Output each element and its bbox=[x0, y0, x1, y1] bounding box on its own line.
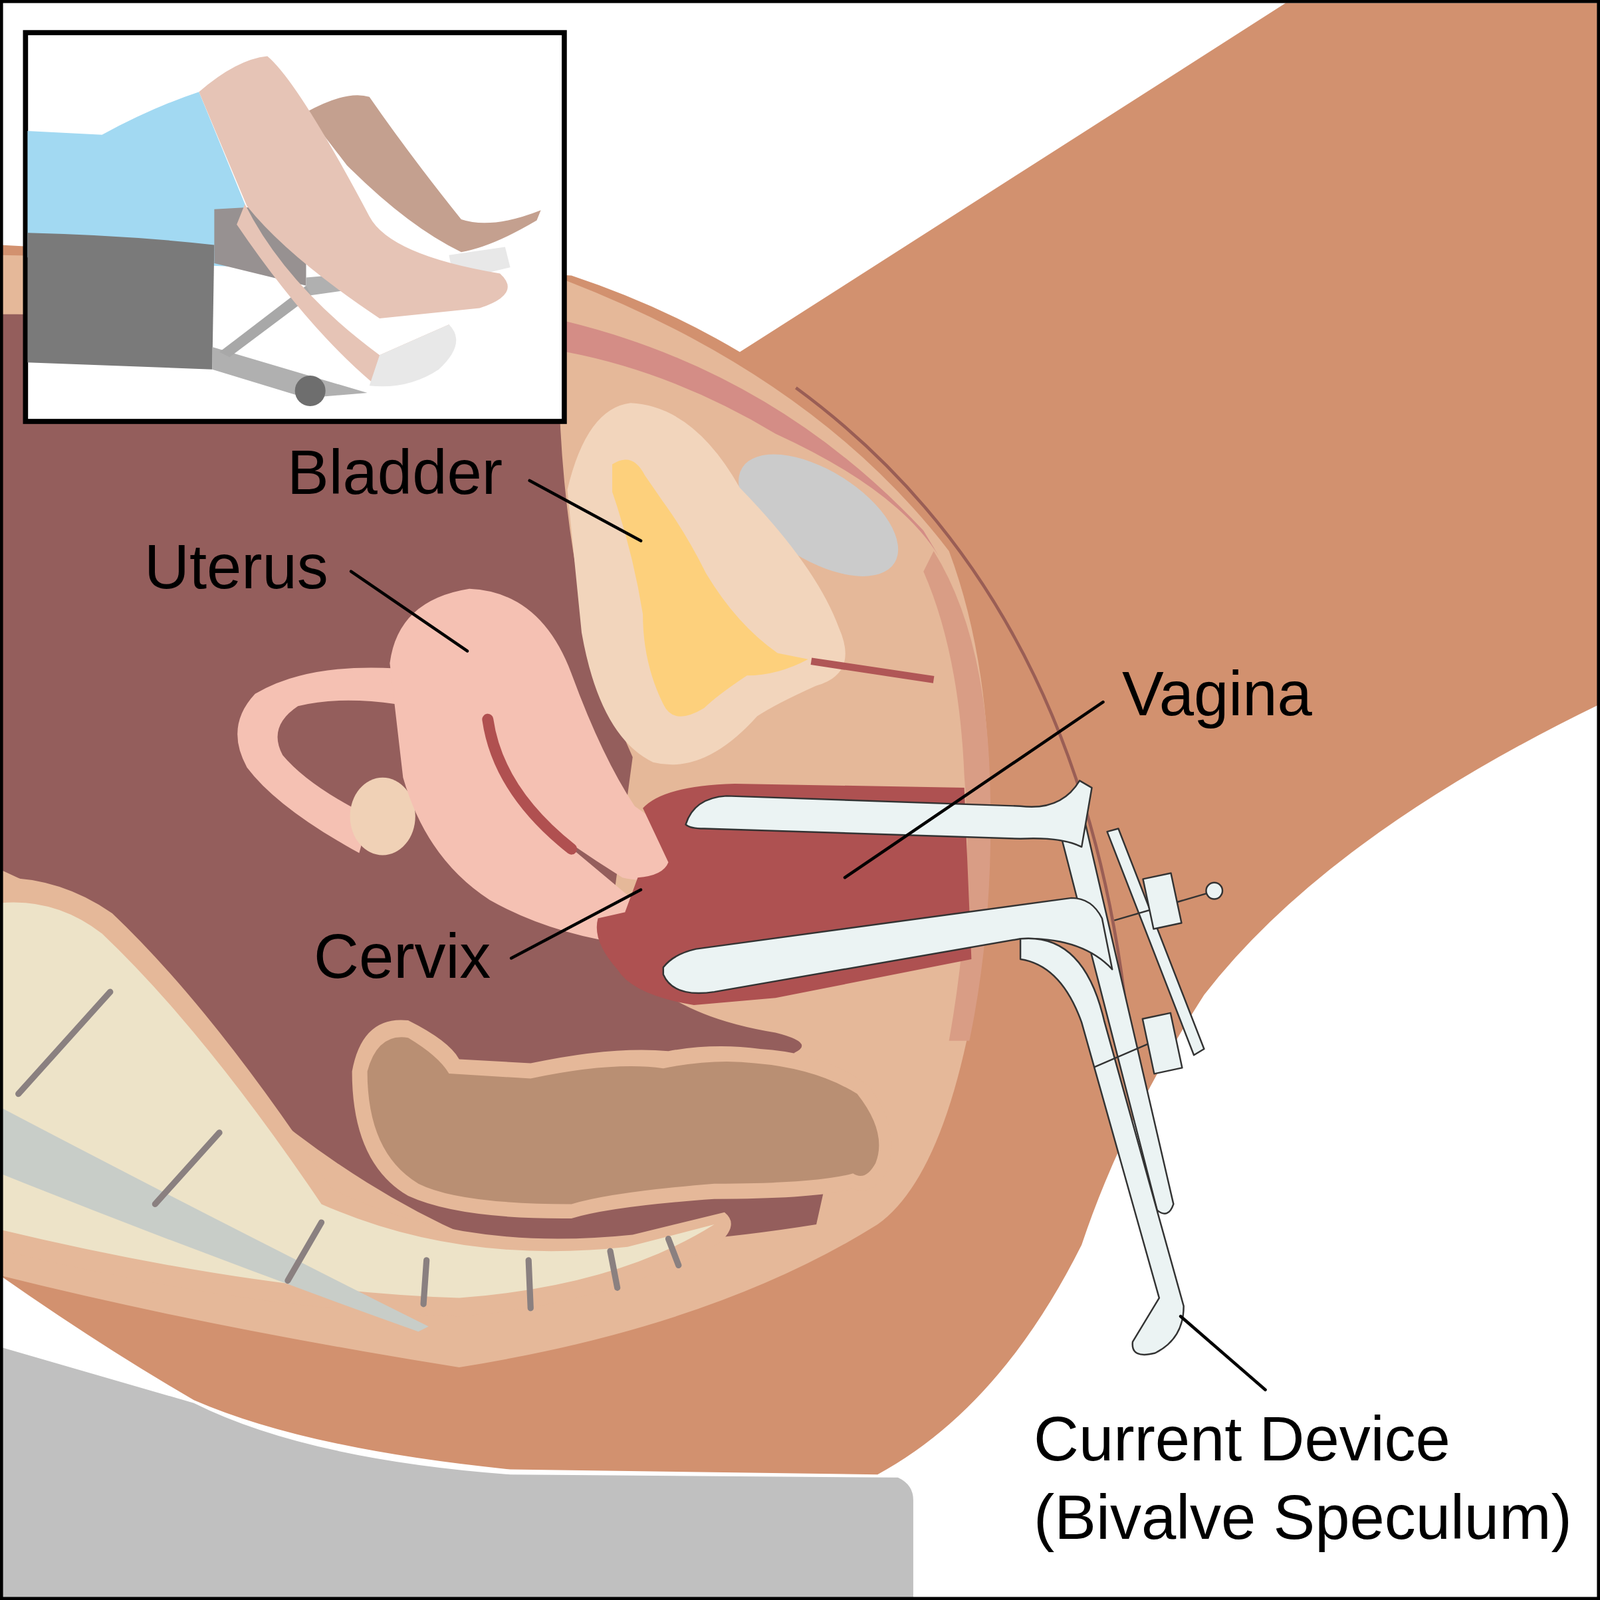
ovary bbox=[350, 777, 416, 856]
bladder-lumen bbox=[612, 459, 809, 716]
body-skin bbox=[0, 3, 1600, 1476]
rectum-wall bbox=[352, 1019, 893, 1219]
part-label: Current Device (Bivalve Speculum) bbox=[1033, 1399, 1589, 1557]
urethra bbox=[810, 661, 934, 681]
part-label: Bladder bbox=[287, 441, 503, 504]
uterus bbox=[389, 588, 672, 946]
rectum bbox=[367, 1036, 880, 1204]
inset-patient bbox=[27, 55, 541, 407]
bladder bbox=[567, 402, 846, 765]
part-label: Uterus bbox=[144, 535, 329, 599]
uterine-cavity bbox=[487, 719, 572, 849]
bivalve-speculum bbox=[663, 780, 1223, 1355]
part-label: Cervix bbox=[313, 925, 491, 988]
part-label: Vagina bbox=[1122, 662, 1313, 726]
